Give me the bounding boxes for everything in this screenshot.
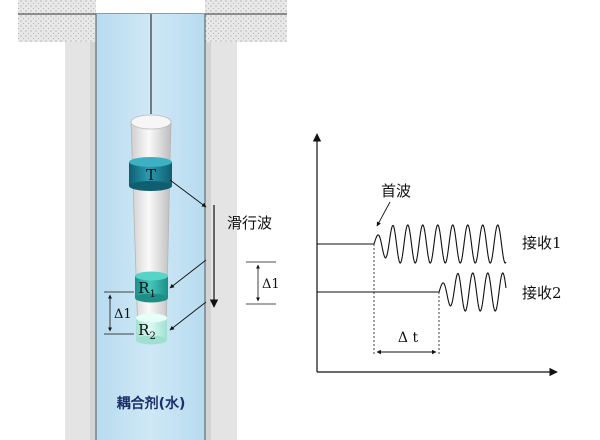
- first-arrival-label: 首波: [381, 182, 411, 200]
- borehole: T R1 R2 Δ1 耦合剂(水): [18, 0, 287, 440]
- wave-ray-receiver2: [169, 301, 207, 331]
- formation-wall-left-inner: [90, 42, 96, 440]
- receiver2-label: R2: [138, 321, 156, 342]
- receiver2-trace-label: 接收2: [522, 284, 562, 302]
- receiver2-trace: [317, 272, 507, 312]
- coupling-agent-label: 耦合剂(水): [117, 395, 186, 412]
- probe-top-cap: [130, 114, 172, 130]
- delta-t-label: Δ t: [398, 330, 419, 346]
- formation-wall-right-inner: [205, 42, 211, 440]
- wave-spacing-dimension: Δ1: [246, 261, 280, 305]
- wave-spacing-label: Δ1: [262, 277, 280, 292]
- receiver1-ring: R1: [135, 271, 168, 303]
- receiver-spacing-label: Δ1: [114, 307, 132, 322]
- transmitter-label: T: [146, 166, 156, 184]
- wave-ray-receiver1: [169, 259, 207, 289]
- receiver1-label: R1: [138, 279, 156, 300]
- receiver2-ring: R2: [136, 313, 167, 345]
- wave-path: 滑行波 Δ1: [169, 179, 280, 331]
- first-arrival-arrow: [376, 201, 391, 227]
- surface-ground-left: [18, 0, 96, 42]
- receiver-spacing-dimension: Δ1: [104, 291, 134, 335]
- sliding-wave-label: 滑行波: [227, 214, 272, 232]
- waveform-plot: 首波 接收1 接收2 Δ t: [312, 133, 562, 377]
- transmitter-ring: T: [129, 157, 172, 191]
- receiver1-trace: [317, 224, 507, 264]
- probe-body: [130, 121, 172, 336]
- surface-ground-right: [205, 0, 287, 42]
- receiver1-trace-label: 接收1: [522, 234, 562, 252]
- wave-ray-transmit: [169, 179, 207, 208]
